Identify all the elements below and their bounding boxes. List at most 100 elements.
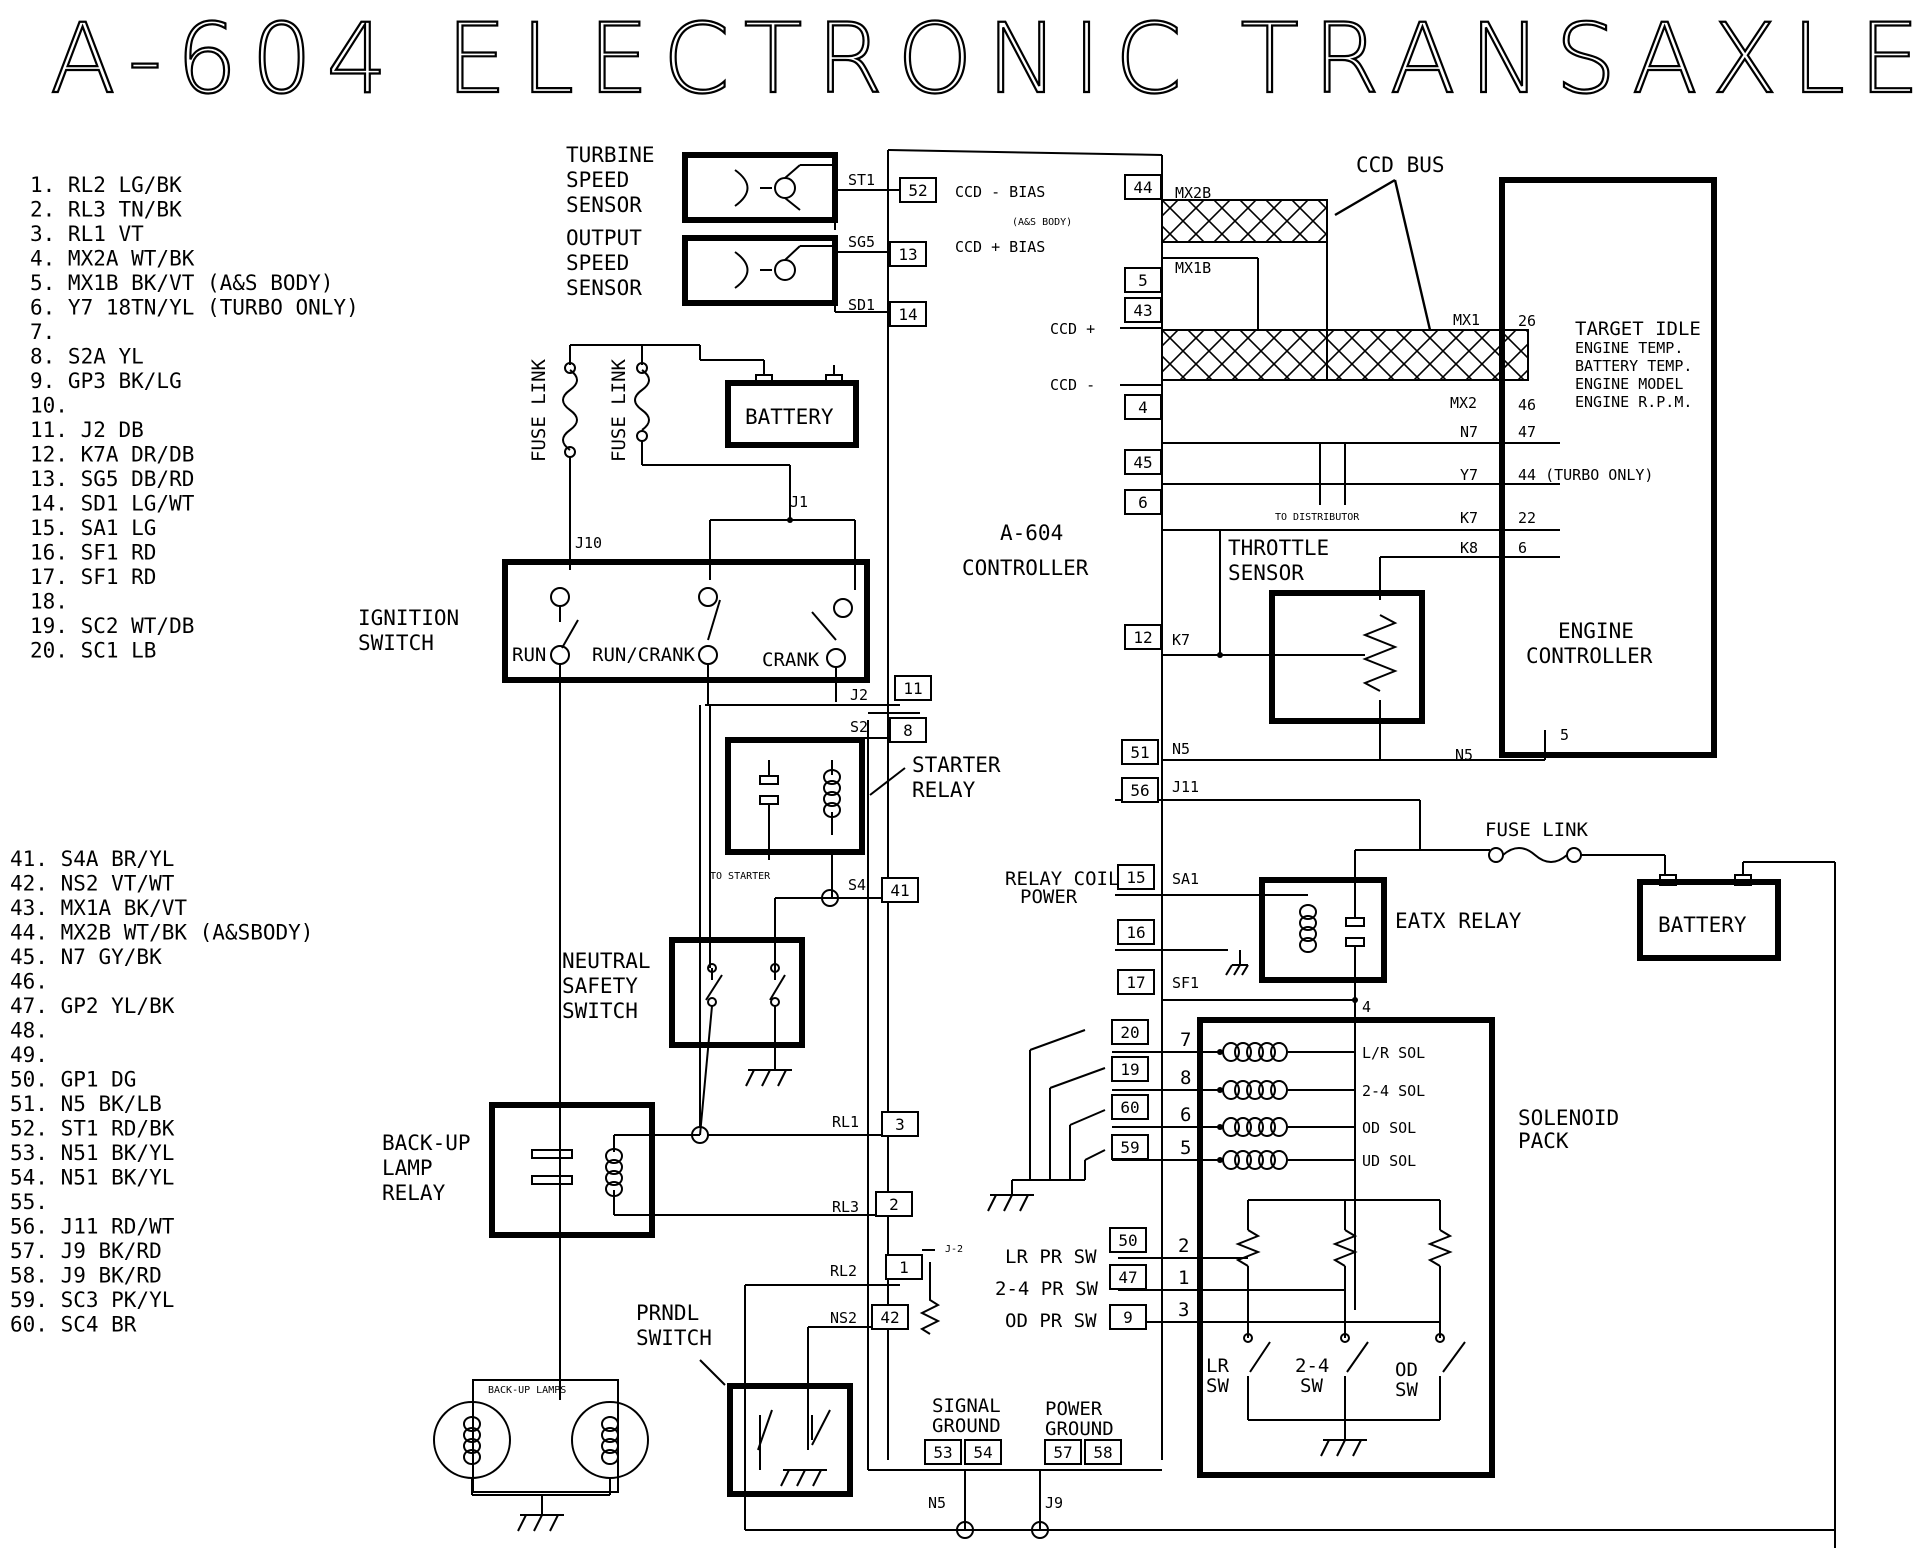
eng-pin-26: 26 [1518,312,1536,330]
ignition-label-1: IGNITION [358,606,459,630]
wire-j10: J10 [575,534,602,552]
power-ground-label-2: GROUND [1045,1418,1114,1440]
wire-j9: J9 [1045,1494,1063,1512]
relay-coil-label-2: POWER [1020,886,1078,908]
ignition-label-2: SWITCH [358,631,434,655]
starter-label-2: RELAY [912,778,976,802]
ground-terminals: SIGNAL GROUND POWER GROUND N5 J9 [868,1395,1162,1539]
wire-mx2b: MX2B [1175,184,1211,202]
wire-legend-top: 1. RL2 LG/BK2. RL3 TN/BK3. RL1 VT4. MX2A… [30,173,359,663]
pin-box [1111,1019,1149,1045]
starter-label-1: STARTER [912,753,1001,777]
controller-label-1: A-604 [1000,521,1063,545]
pin-number: 44 [1133,178,1152,197]
solenoid-label: UD SOL [1362,1152,1416,1170]
wire-rl3: RL3 [832,1198,859,1216]
engine-info-2: ENGINE TEMP. [1575,339,1683,357]
turbine-label-3: SENSOR [566,193,642,217]
solenoid-ground-wires [987,1029,1106,1212]
fuse-link-label-1: FUSE LINK [528,358,550,462]
engine-info-5: ENGINE R.P.M. [1575,393,1692,411]
solenoid-coil [1222,1150,1288,1170]
legend-entry: 19. SC2 WT/DB [30,614,194,638]
legend-entry: 43. MX1A BK/VT [10,896,187,920]
pin-number: 45 [1133,453,1152,472]
legend-entry: 48. [10,1019,48,1043]
legend-entry: 8. S2A YL [30,345,144,369]
solenoid-num: 5 [1180,1137,1191,1159]
pin-box [1084,1439,1122,1465]
prsw-num-2: 2 [1178,1235,1189,1257]
solenoid-label: 2-4 SOL [1362,1082,1425,1100]
pin-box [1111,1056,1149,1082]
24-sw-label-2: SW [1300,1375,1323,1397]
wire-y7: Y7 [1460,466,1478,484]
to-distributor-label: TO DISTRIBUTOR [1275,512,1360,523]
pin-box [1117,864,1155,890]
backup-lamp-relay: BACK-UP LAMP RELAY RL1 RL3 [382,1102,900,1238]
pin-box [1111,1094,1149,1120]
neutral-label-3: SWITCH [562,999,638,1023]
wire-sf1: SF1 [1172,974,1199,992]
ccd-minus: CCD - [1050,376,1095,394]
wire-j1: J1 [790,493,808,511]
signal-ground-label-1: SIGNAL [932,1395,1001,1417]
wire-rl1: RL1 [832,1113,859,1131]
24-sw-label-1: 2-4 [1295,1355,1329,1377]
eatx-relay: RELAY COIL POWER SA1 EATX RELAY SF1 4 [1005,850,1522,1310]
od-sw-label-1: OD [1395,1359,1418,1381]
pin-number: 59 [1120,1138,1139,1157]
turbine-label-2: SPEED [566,168,629,192]
legend-entry: 2. RL3 TN/BK [30,198,182,222]
pin-number: 53 [933,1443,952,1462]
solenoid-num: 8 [1180,1067,1191,1089]
pin-box [1124,174,1162,200]
legend-entry: 54. N51 BK/YL [10,1166,174,1190]
pin-box [889,241,927,267]
wire-ns2: NS2 [830,1309,857,1327]
pin-box [899,177,937,203]
output-label-3: SENSOR [566,276,642,300]
solenoid-pack-label-1: SOLENOID [1518,1106,1619,1130]
pin-box [1117,919,1155,945]
legend-entry: 49. [10,1043,48,1067]
lr-pr-sw: LR PR SW [1005,1246,1097,1268]
wire-sg5: SG5 [848,233,875,251]
fuse-link-2: FUSE LINK [1355,819,1666,875]
legend-entry: 52. ST1 RD/BK [10,1117,175,1141]
wire-sa1: SA1 [1172,870,1199,888]
turbine-label-1: TURBINE [566,143,655,167]
neutral-label-1: NEUTRAL [562,949,651,973]
pin-number: 6 [1138,493,1148,512]
pin-box [1109,1264,1147,1290]
wire-sd1: SD1 [848,296,875,314]
prsw-num-1: 1 [1178,1267,1189,1289]
wire-four: 4 [1362,998,1371,1016]
starter-relay: J2 S2 TO STARTER STARTER RELAY [710,686,1001,898]
engine-label-1: ENGINE [1558,619,1634,643]
signal-ground-label-2: GROUND [932,1415,1001,1437]
battery-2: BATTERY [745,861,1836,1548]
pin-box [881,1111,919,1137]
eng-pin-5: 5 [1560,726,1569,744]
pin-number: 17 [1126,973,1145,992]
pin-number: 60 [1120,1098,1139,1117]
pin-box [964,1439,1002,1465]
pin-box [1109,1227,1147,1253]
legend-entry: 4. MX2A WT/BK [30,247,195,271]
solenoid-label: OD SOL [1362,1119,1416,1137]
pin-box [1124,624,1162,650]
solenoid-num: 7 [1180,1029,1191,1051]
legend-entry: 6. Y7 18TN/YL (TURBO ONLY) [30,296,359,320]
wire-n5-a: N5 [928,1494,946,1512]
ccd-bus: CCD BUS MX2B MX1B MX1 MX2 CCD - BIAS (A&… [955,153,1529,412]
legend-entry: 44. MX2B WT/BK (A&SBODY) [10,921,313,945]
prndl-label-1: PRNDL [636,1301,699,1325]
throttle-label-2: SENSOR [1228,561,1304,585]
pin-number: 2 [889,1195,899,1214]
eatx-relay-label: EATX RELAY [1395,909,1522,933]
legend-entry: 59. SC3 PK/YL [10,1288,174,1312]
wire-st1: ST1 [848,171,875,189]
